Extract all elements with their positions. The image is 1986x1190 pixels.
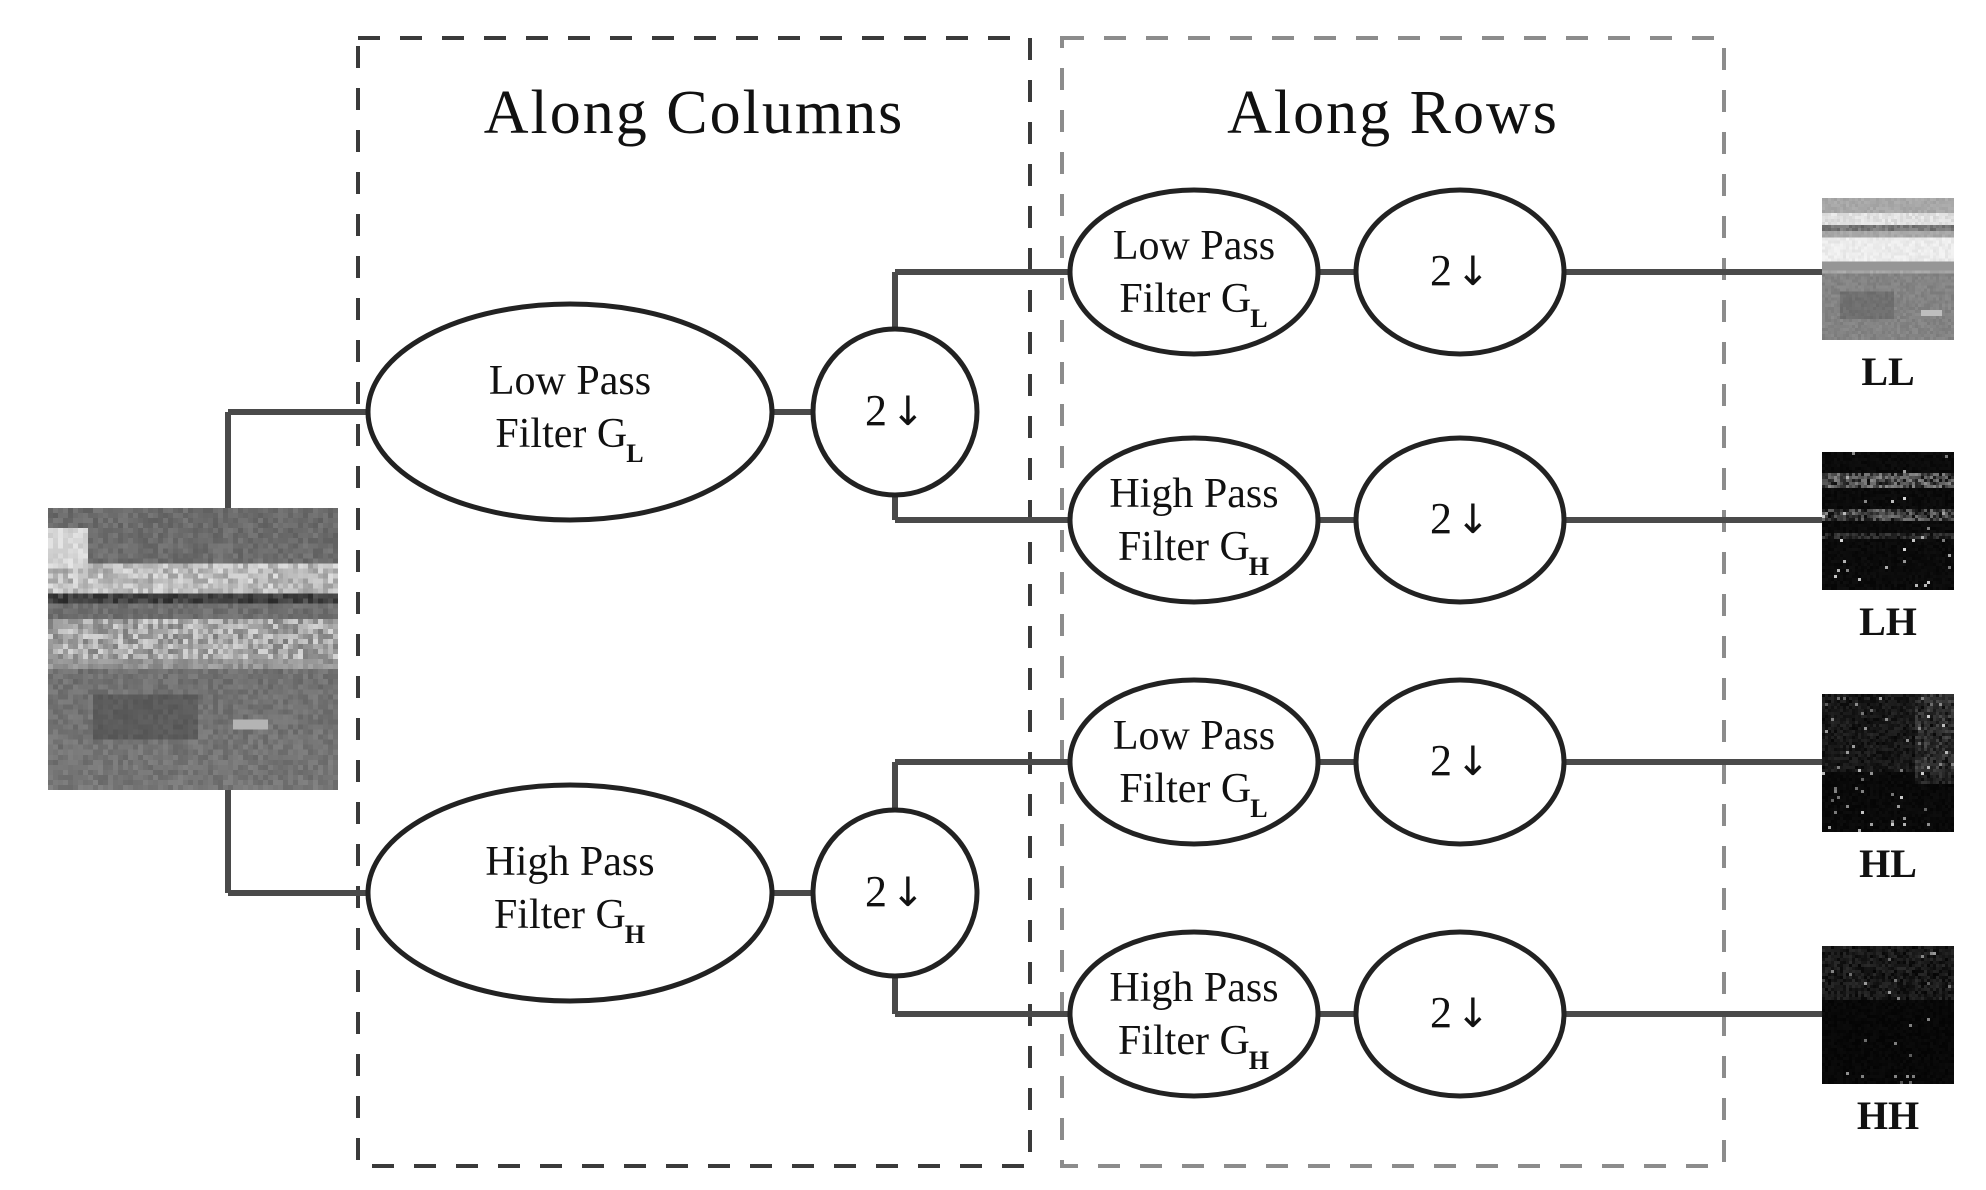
output-label-lh: LH <box>1859 599 1917 644</box>
node-highpass-columns[interactable] <box>365 782 775 1004</box>
node-downsample-columns-high[interactable] <box>810 807 980 979</box>
panel-border-along-rows <box>1060 36 1726 1168</box>
node-downsample-rows-d[interactable] <box>1353 929 1567 1099</box>
output-label-hh: HH <box>1856 1093 1920 1138</box>
node-lowpass-rows-c[interactable] <box>1067 677 1321 847</box>
node-lowpass-columns[interactable] <box>365 301 775 523</box>
node-downsample-rows-c[interactable] <box>1353 677 1567 847</box>
node-downsample-rows-b[interactable] <box>1353 435 1567 605</box>
output-label-ll: LL <box>1861 349 1915 394</box>
node-lowpass-rows-a[interactable] <box>1067 187 1321 357</box>
node-downsample-rows-a[interactable] <box>1353 187 1567 357</box>
panel-title-along-columns: Along Columns <box>483 79 905 147</box>
node-highpass-rows-b[interactable] <box>1067 435 1321 605</box>
panel-border-along-columns <box>356 36 1032 1168</box>
input-image-thumbnail <box>48 508 338 790</box>
panel-title-along-rows: Along Rows <box>1227 79 1559 147</box>
node-highpass-rows-d[interactable] <box>1067 929 1321 1099</box>
output-thumbnail-hl <box>1822 694 1954 832</box>
node-downsample-columns-low[interactable] <box>810 326 980 498</box>
output-thumbnail-hh <box>1822 946 1954 1084</box>
output-thumbnail-lh <box>1822 452 1954 590</box>
output-thumbnail-ll <box>1822 198 1954 340</box>
output-label-hl: HL <box>1859 841 1917 886</box>
